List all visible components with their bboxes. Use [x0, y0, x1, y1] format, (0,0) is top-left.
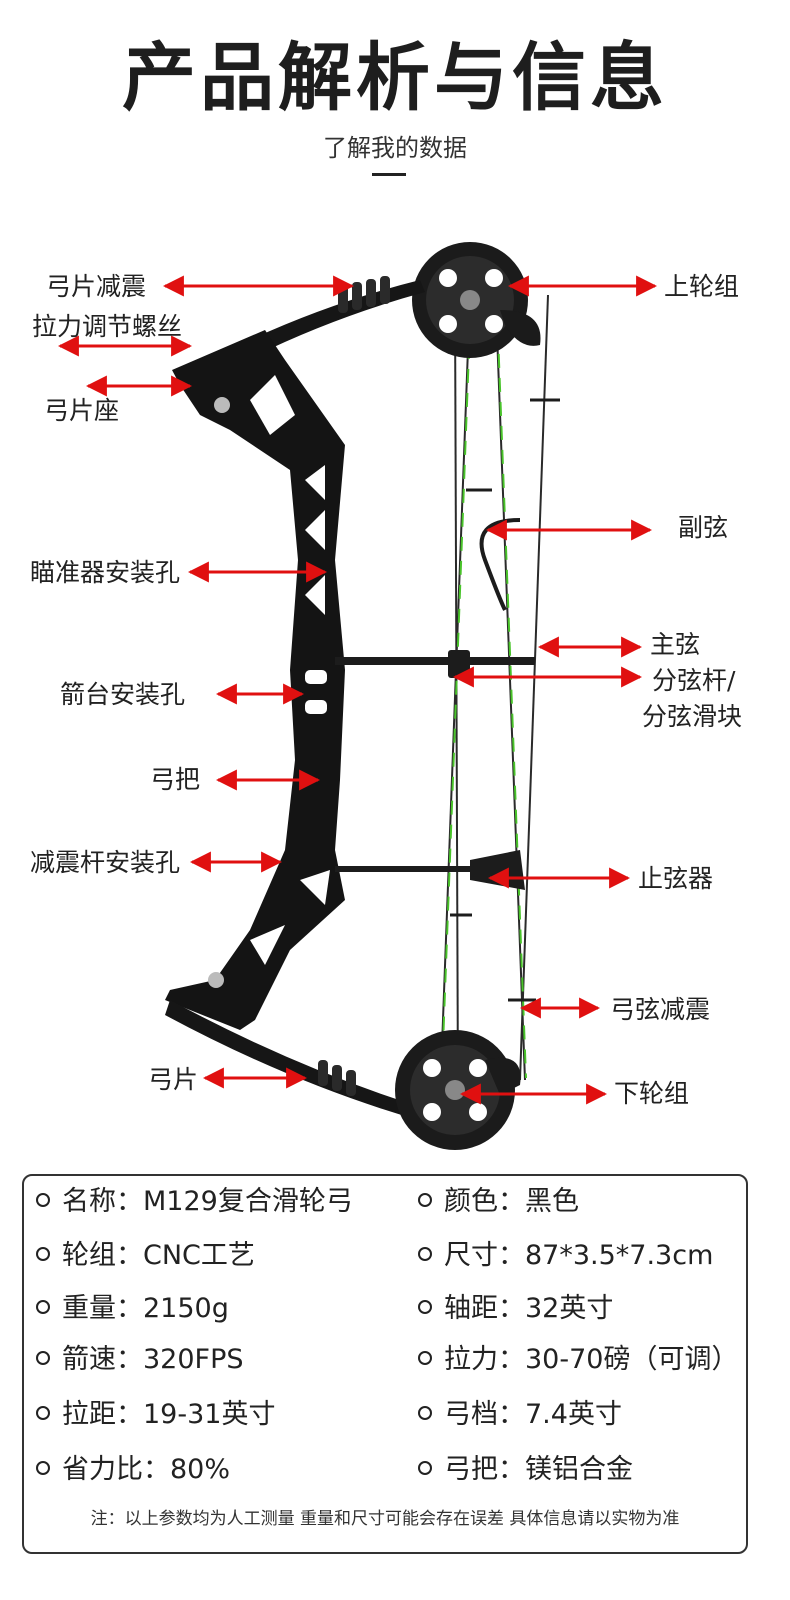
- bullet-icon: [418, 1350, 432, 1365]
- label-upper-cam: 上轮组: [664, 272, 740, 301]
- spec-text: 轴距：32英寸: [444, 1293, 614, 1324]
- spec-right-0: 颜色：黑色: [418, 1188, 579, 1215]
- bullet-icon: [36, 1460, 50, 1475]
- lower-limb-damper-graphic: [318, 1060, 356, 1096]
- label-cable-rod-2: 分弦滑块: [642, 702, 743, 731]
- spec-right-2: 轴距：32英寸: [418, 1295, 613, 1322]
- label-cable-rod-1: 分弦杆/: [652, 666, 736, 695]
- spec-left-2: 重量：2150g: [36, 1295, 229, 1322]
- bullet-icon: [418, 1299, 432, 1314]
- spec-text: 重量：2150g: [62, 1293, 229, 1324]
- string-stopper-graphic: [470, 850, 525, 890]
- spec-right-5: 弓把：镁铝合金: [418, 1456, 633, 1483]
- label-limb: 弓片: [148, 1065, 199, 1094]
- label-limb-pocket: 弓片座: [44, 396, 120, 425]
- page-subtitle: 了解我的数据: [323, 134, 467, 162]
- spec-text: 尺寸：87*3.5*7.3cm: [444, 1240, 714, 1271]
- label-grip: 弓把: [150, 765, 201, 794]
- page-title: 产品解析与信息: [122, 35, 668, 121]
- bullet-icon: [418, 1460, 432, 1475]
- bullet-icon: [418, 1192, 432, 1207]
- lower-limb-graphic: [165, 1000, 430, 1122]
- label-rest-mount-hole: 箭台安装孔: [60, 680, 186, 709]
- spec-text: 拉力：30-70磅（可调）: [444, 1344, 739, 1375]
- label-string-stopper: 止弦器: [638, 864, 714, 893]
- spec-text: 轮组：CNC工艺: [62, 1240, 255, 1271]
- label-lower-cam: 下轮组: [614, 1079, 690, 1108]
- bullet-icon: [418, 1405, 432, 1420]
- limb-damper-graphic: [338, 276, 390, 313]
- bullet-icon: [36, 1192, 50, 1207]
- spec-text: 省力比：80%: [62, 1454, 231, 1485]
- spec-text: 颜色：黑色: [444, 1186, 579, 1217]
- spec-right-1: 尺寸：87*3.5*7.3cm: [418, 1242, 713, 1269]
- measurement-note: 注：以上参数均为人工测量 重量和尺寸可能会存在误差 具体信息请以实物为准: [90, 1509, 680, 1529]
- cable-rod-graphic: [335, 657, 535, 665]
- spec-text: 弓档：7.4英寸: [444, 1399, 622, 1430]
- spec-left-3: 箭速：320FPS: [36, 1346, 244, 1373]
- upper-cam-graphic: [412, 242, 541, 358]
- spec-text: 拉距：19-31英寸: [62, 1399, 276, 1430]
- string-damper-graphic: [450, 398, 560, 1002]
- spec-box: [22, 1174, 748, 1554]
- bullet-icon: [36, 1299, 50, 1314]
- label-string-damper: 弓弦减震: [610, 995, 711, 1024]
- spec-right-3: 拉力：30-70磅（可调）: [418, 1346, 738, 1373]
- label-secondary-string: 副弦: [678, 513, 729, 542]
- spec-text: 弓把：镁铝合金: [444, 1454, 633, 1485]
- stabilizer-rod-graphic: [335, 866, 475, 872]
- title-divider: [372, 173, 406, 176]
- secondary-string-graphic: [479, 518, 521, 611]
- spec-left-0: 名称：M129复合滑轮弓: [36, 1188, 353, 1215]
- spec-text: 名称：M129复合滑轮弓: [62, 1186, 353, 1217]
- spec-left-1: 轮组：CNC工艺: [36, 1242, 255, 1269]
- label-stabilizer-mount-hole: 减震杆安装孔: [30, 848, 181, 877]
- spec-right-4: 弓档：7.4英寸: [418, 1401, 622, 1428]
- spec-left-4: 拉距：19-31英寸: [36, 1401, 275, 1428]
- riser-cutouts: [250, 375, 330, 965]
- limb-bolt-lower: [208, 972, 224, 988]
- green-string-accent: [440, 281, 527, 1099]
- annotation-arrows: [57, 275, 658, 1105]
- cable-slider-graphic: [448, 650, 470, 678]
- label-limb-damper: 弓片减震: [46, 272, 147, 301]
- bullet-icon: [36, 1246, 50, 1261]
- bow-diagram: [57, 242, 658, 1150]
- label-draw-adjust-screw: 拉力调节螺丝: [32, 312, 183, 341]
- spec-text: 箭速：320FPS: [62, 1344, 244, 1375]
- bullet-icon: [418, 1246, 432, 1261]
- spec-left-5: 省力比：80%: [36, 1456, 230, 1483]
- riser-graphic: [165, 330, 345, 1030]
- lower-cam-graphic: [395, 1030, 521, 1150]
- label-sight-mount-hole: 瞄准器安装孔: [30, 558, 181, 587]
- limb-bolt-upper: [214, 397, 230, 413]
- bullet-icon: [36, 1350, 50, 1365]
- bullet-icon: [36, 1405, 50, 1420]
- label-main-string: 主弦: [650, 630, 701, 659]
